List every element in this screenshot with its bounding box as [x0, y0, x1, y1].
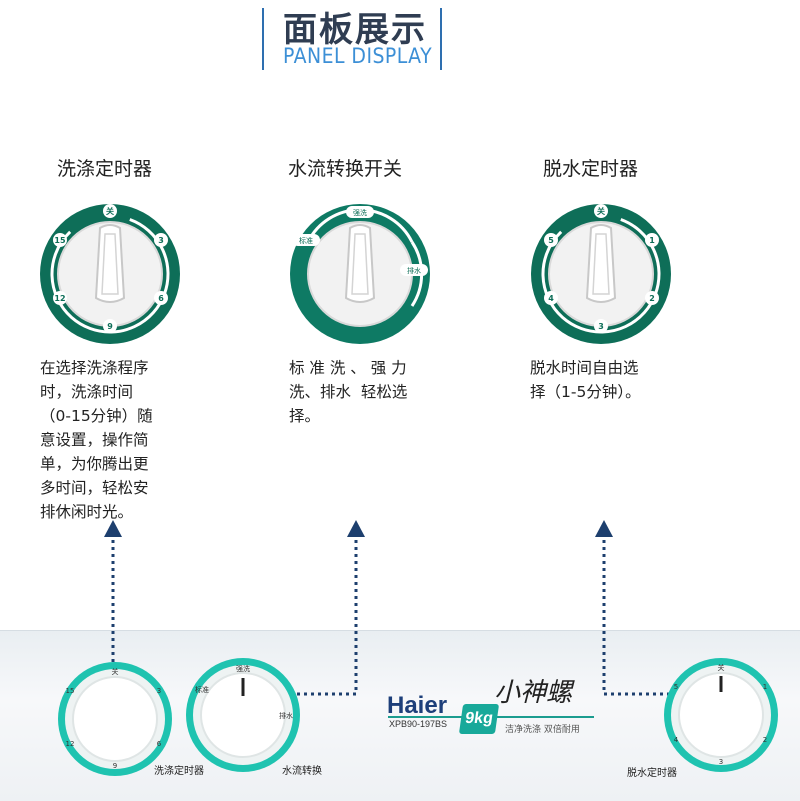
spin-mark-0: 关: [597, 206, 605, 216]
flow-knob-mark-1: 标准: [195, 685, 209, 694]
spin-mark-1: 1: [649, 236, 655, 245]
product-tagline: 洁净洗涤 双倍耐用: [505, 725, 580, 735]
spin-mark-2: 2: [649, 294, 655, 303]
spin-knob-mark-5: 5: [674, 683, 678, 691]
spin-timer-knob[interactable]: 关 1 2 3 4 5: [662, 656, 780, 778]
spin-timer-dial: 关 1 2 3 4 5: [529, 202, 673, 350]
wash-mark-5: 15: [54, 236, 66, 245]
flow-mark-1: 标准: [299, 236, 313, 245]
flow-knob-mark-0: 强洗: [236, 664, 250, 673]
spin-knob-mark-4: 4: [674, 736, 679, 744]
spin-mark-5: 5: [548, 236, 554, 245]
spin-timer-label: 脱水定时器: [543, 158, 639, 180]
wash-knob-mark-1: 3: [157, 687, 161, 695]
wash-mark-4: 12: [54, 294, 65, 303]
header-left-divider: [262, 8, 264, 70]
spin-mark-4: 4: [548, 294, 554, 303]
flow-arrow-head: [347, 520, 365, 537]
header-right-divider: [440, 8, 442, 70]
spin-knob-mark-0: 关: [718, 663, 725, 672]
product-slogan: 小神螺: [494, 678, 573, 708]
model-number: XPB90-197BS: [389, 719, 448, 729]
machine-spin-label: 脱水定时器: [627, 768, 677, 779]
flow-switch-dial: 强洗 标准 排水: [288, 202, 432, 350]
wash-knob-mark-3: 9: [113, 762, 117, 770]
flow-knob-mark-2: 排水: [279, 711, 293, 720]
flow-arrow-line: [244, 540, 358, 696]
wash-timer-description: 在选择洗涤程序 时，洗涤时间 （0-15分钟）随 意设置，操作简 单，为你腾出更…: [40, 359, 153, 521]
wash-timer-dial: 关 3 6 9 12 15: [38, 202, 182, 350]
spin-arrow-head: [595, 520, 613, 537]
flow-switch-label: 水流转换开关: [288, 158, 403, 180]
spin-knob-mark-3: 3: [719, 758, 723, 766]
wash-knob-mark-0: 关: [112, 667, 119, 676]
wash-mark-2: 6: [158, 294, 164, 303]
spin-knob-mark-2: 2: [763, 736, 767, 744]
wash-knob-mark-2: 6: [157, 740, 162, 748]
machine-wash-label: 洗涤定时器: [154, 766, 204, 777]
wash-mark-1: 3: [158, 236, 164, 245]
brand-logo: Haier: [387, 692, 448, 719]
wash-arrow-head: [104, 520, 122, 537]
machine-flow-label: 水流转换: [282, 766, 322, 777]
flow-switch-description: 标 准 洗 、 强 力 洗、排水 轻松选 择。: [289, 359, 408, 425]
spin-mark-3: 3: [598, 322, 604, 331]
spin-knob-mark-1: 1: [763, 683, 767, 691]
flow-mark-0: 强洗: [353, 208, 367, 217]
flow-switch-knob[interactable]: 强洗 标准 排水: [184, 656, 302, 778]
wash-mark-3: 9: [107, 322, 113, 331]
wash-timer-knob[interactable]: 关 3 6 9 12 15: [56, 660, 174, 782]
wash-mark-0: 关: [106, 206, 114, 216]
wash-knob-mark-5: 15: [66, 687, 75, 695]
page-title: 面板展示: [283, 10, 427, 50]
wash-timer-label: 洗涤定时器: [57, 158, 153, 180]
page-subtitle: PANEL DISPLAY: [283, 44, 433, 68]
wash-knob-mark-4: 12: [66, 740, 75, 748]
flow-mark-2: 排水: [407, 266, 421, 275]
spin-timer-description: 脱水时间自由选 择（1-5分钟）。: [530, 359, 641, 401]
